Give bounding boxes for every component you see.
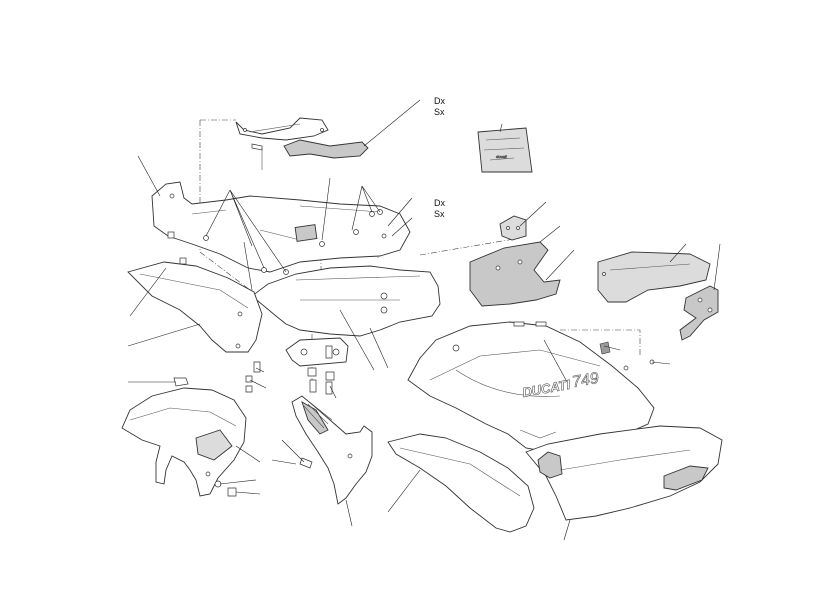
air-duct-part [291, 395, 373, 505]
label-mid-sx: Sx [434, 209, 445, 219]
label-top-dx: Dx [434, 96, 445, 106]
heat-shield-part [597, 251, 711, 303]
side-bracket-dark-part [469, 241, 561, 307]
fender-bolts [173, 361, 313, 497]
front-fender-part [121, 387, 247, 497]
side-panel-dark-part [283, 139, 369, 159]
label-top-sx: Sx [434, 107, 445, 117]
gel-pad-part: ducati [477, 127, 533, 173]
logo-model-text: 749 [571, 370, 600, 391]
leader-lines [127, 99, 721, 541]
upper-fairing-left-part [151, 181, 411, 273]
bolts-center [307, 345, 335, 395]
seat-bracket-part [235, 117, 329, 141]
screw-part [251, 143, 263, 170]
small-bracket-part [499, 215, 527, 241]
center-bracket-part [285, 337, 349, 367]
fairing-clips [513, 321, 655, 371]
belly-pan-part [525, 425, 723, 521]
right-bracket-part [679, 285, 719, 341]
inner-fairing-part [251, 265, 441, 337]
lower-side-panel-part [387, 433, 535, 533]
svg-text:ducati: ducati [496, 154, 507, 159]
main-fairing-right-part: DUCATI 749 [407, 321, 655, 453]
label-mid-dx: Dx [434, 198, 445, 208]
left-side-panel-part [127, 261, 263, 353]
